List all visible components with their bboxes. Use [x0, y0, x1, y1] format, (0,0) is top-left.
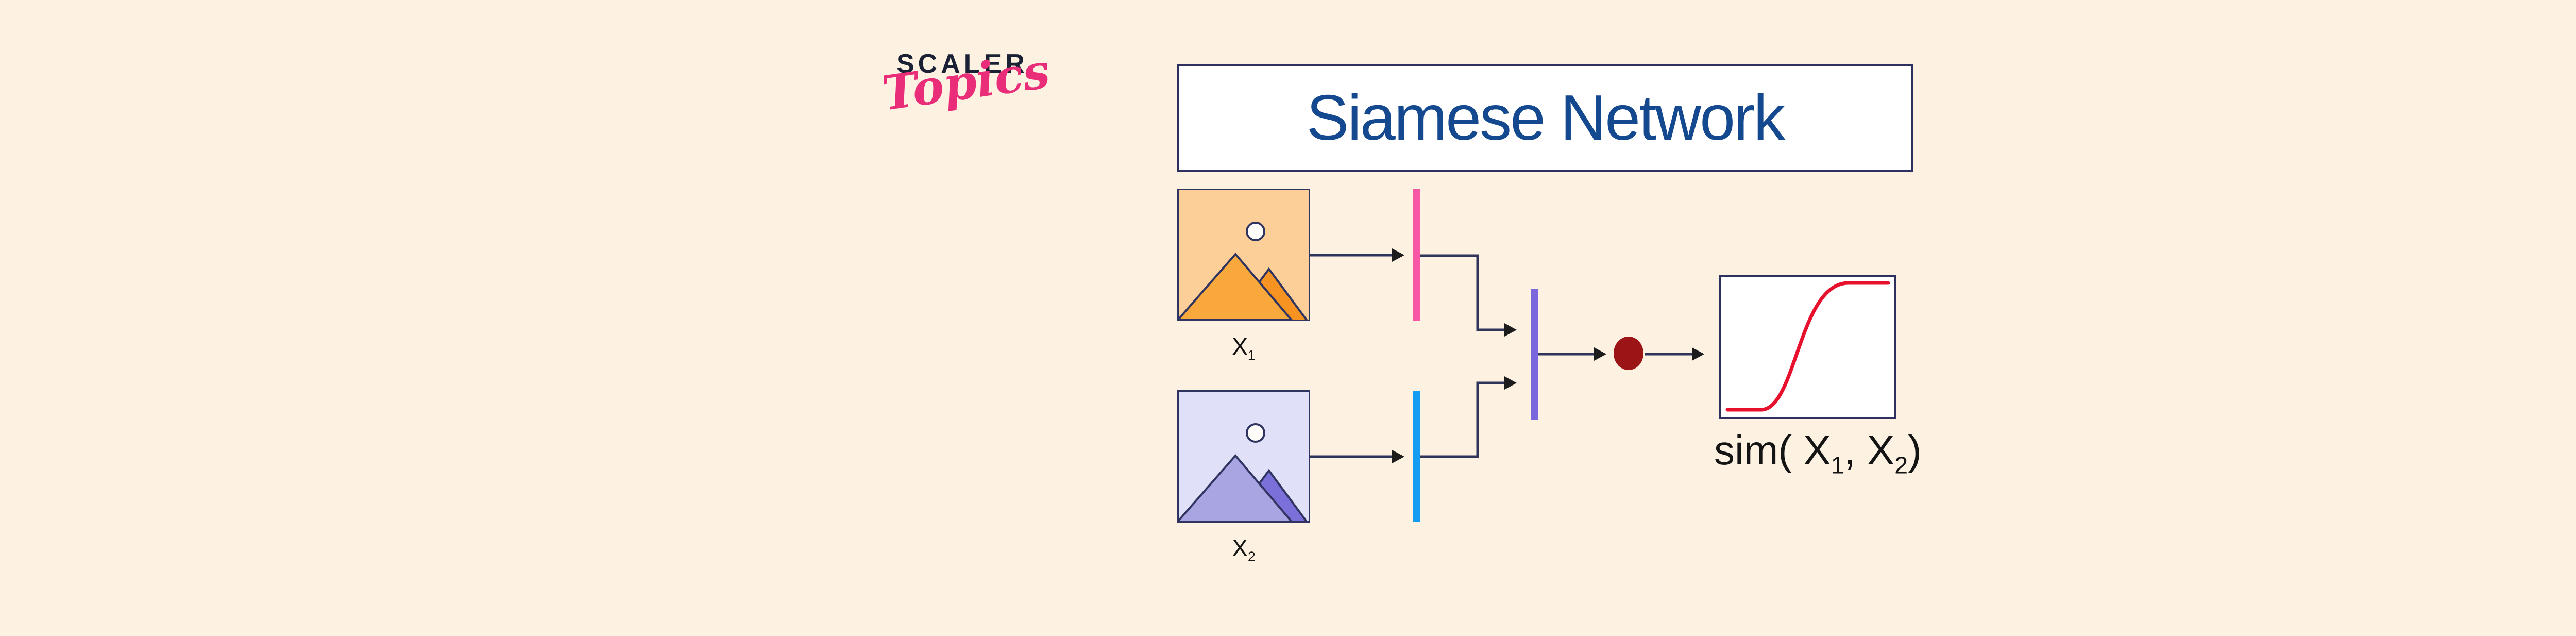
siamese-network-title-box: Siamese Network [1177, 64, 1913, 172]
sigmoid-curve [1725, 281, 1890, 412]
input-image-x1 [1177, 189, 1310, 321]
input-label-x1-subscript: 1 [1247, 347, 1256, 363]
input-label-x1: X1 [1177, 332, 1310, 363]
input-label-x2-base: X [1232, 534, 1248, 561]
connector-blue-bar-to-merged-bar [1418, 381, 1504, 458]
sun-icon [1246, 222, 1265, 241]
sigmoid-curve-icon [1725, 281, 1890, 412]
front-mountain-icon [1179, 252, 1293, 320]
sigmoid-plot-box [1719, 275, 1896, 419]
output-label-subscript-2: 2 [1894, 451, 1908, 479]
arrowhead-icon [1392, 450, 1404, 463]
arrowhead-group [1392, 248, 1704, 463]
siamese-network-title: Siamese Network [1306, 82, 1786, 154]
output-label-subscript-1: 1 [1831, 451, 1844, 479]
merged-embedding-bar [1531, 289, 1538, 420]
scaler-logo-brand: SCALER [896, 49, 1028, 79]
arrowhead-icon [1594, 347, 1606, 361]
arrowhead-icon [1692, 347, 1704, 361]
output-label-part: , X [1844, 427, 1895, 473]
connector-line-group [1310, 254, 1692, 458]
picture-icon [1179, 423, 1308, 521]
embedding-bar-x1 [1413, 189, 1420, 321]
output-similarity-label: sim( X1, X2) [1714, 427, 1922, 479]
similarity-dot [1614, 337, 1643, 370]
input-label-x1-base: X [1232, 333, 1248, 360]
connector-pink-bar-to-merged-bar [1418, 254, 1504, 331]
input-label-x2-subscript: 2 [1247, 549, 1256, 565]
output-label-part: ) [1908, 427, 1922, 473]
arrowhead-icon [1392, 248, 1404, 262]
input-image-x2 [1177, 390, 1310, 523]
embedding-bar-x2 [1413, 391, 1420, 522]
arrowhead-icon [1504, 376, 1517, 390]
picture-icon [1179, 222, 1308, 320]
front-mountain-icon [1179, 454, 1293, 521]
output-label-part: sim( X [1714, 427, 1831, 473]
sun-icon [1246, 423, 1265, 443]
input-label-x2: X2 [1177, 534, 1310, 565]
arrowhead-icon [1504, 323, 1517, 337]
